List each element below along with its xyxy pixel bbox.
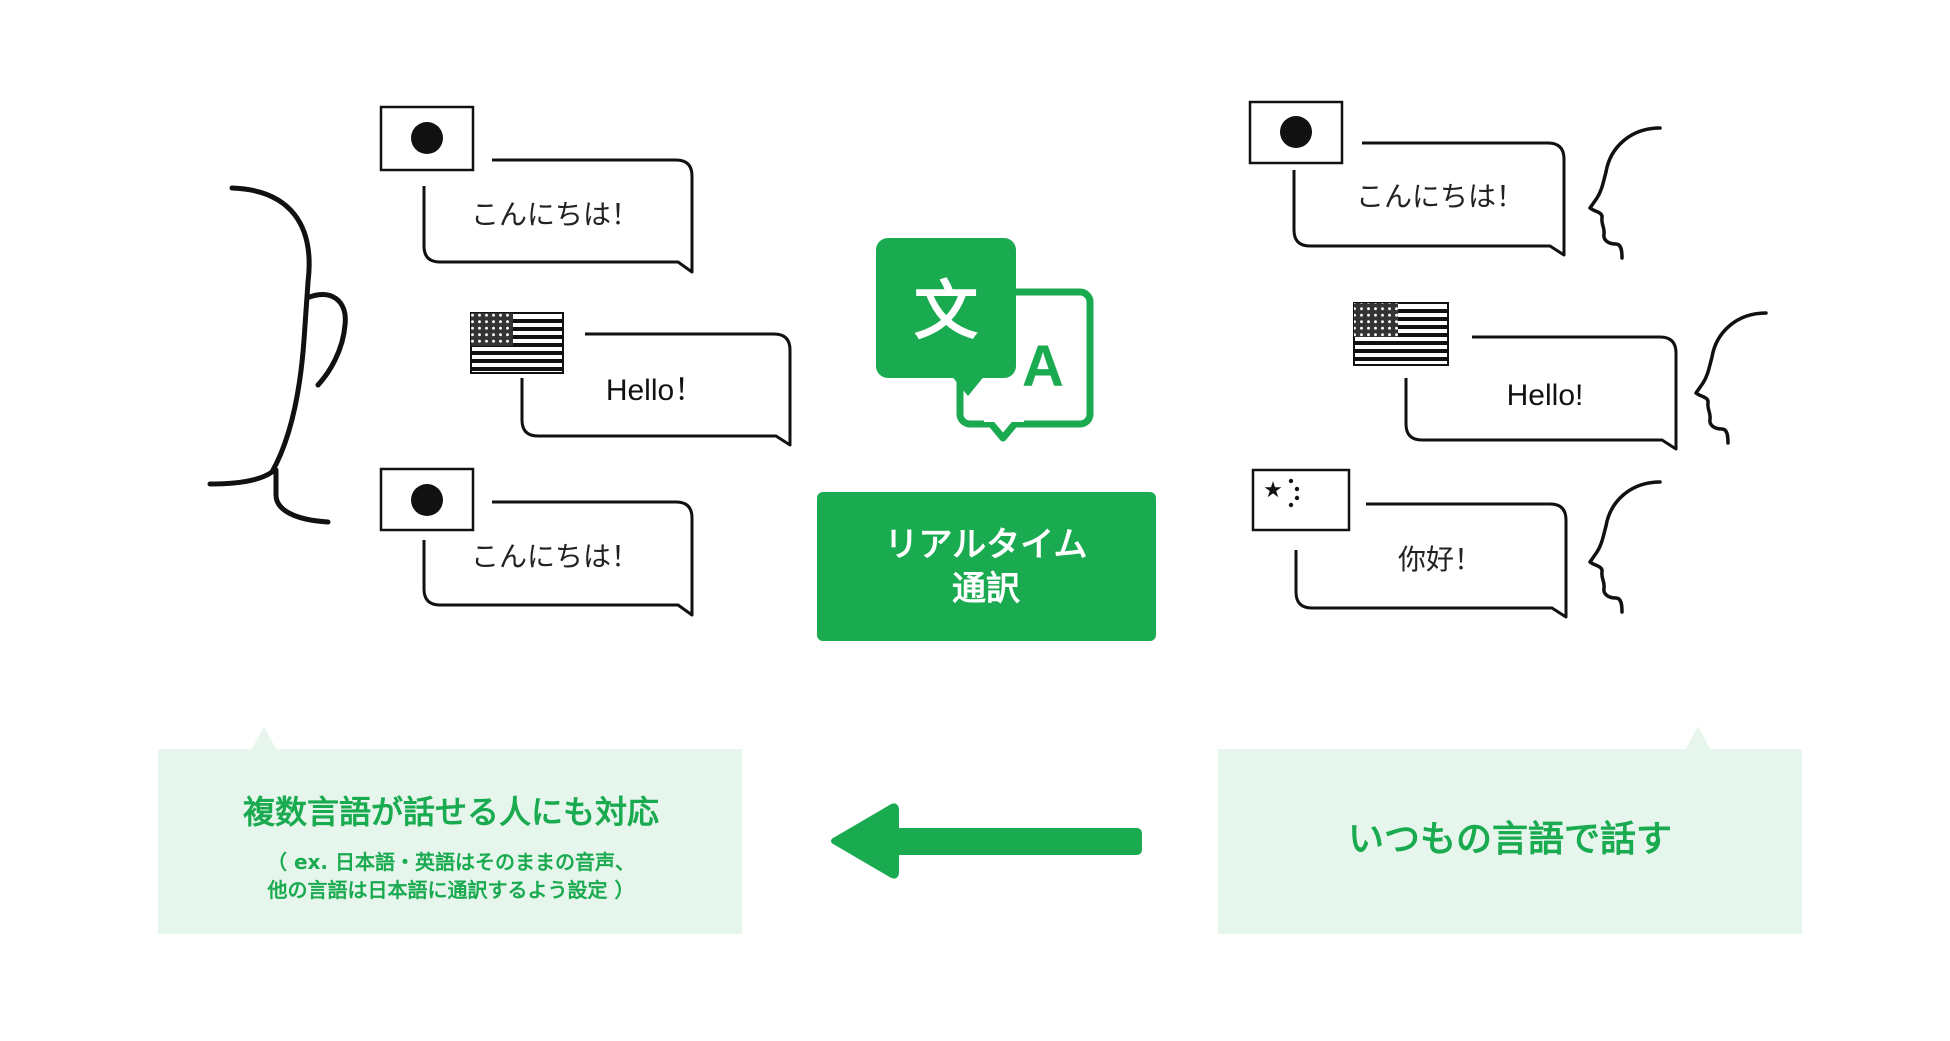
speech-bubble-outline bbox=[422, 500, 694, 617]
bottom-left-note-1: （ ex. 日本語・英語はそのままの音声、 bbox=[267, 850, 635, 874]
speech-bubble-outline bbox=[1292, 141, 1566, 257]
arrow-left-icon bbox=[831, 803, 1142, 879]
usa-flag bbox=[1353, 302, 1449, 366]
translate-icon: 文 A bbox=[876, 238, 1094, 442]
right-person-1-head-icon bbox=[1588, 126, 1662, 260]
bottom-left-note-2: 他の言語は日本語に通訳するよう設定 ） bbox=[267, 878, 635, 902]
translate-glyph-latin: A bbox=[1022, 334, 1064, 399]
usa-flag bbox=[470, 312, 564, 374]
left-bubble-2: Hello！ bbox=[470, 312, 792, 447]
japan-flag-sun bbox=[411, 122, 443, 154]
speech-bubble-outline bbox=[520, 332, 792, 447]
badge-line-2: 通訳 bbox=[952, 569, 1021, 609]
bubble-text: こんにちは！ bbox=[471, 198, 639, 231]
bottom-left-title: 複数言語が話せる人にも対応 bbox=[243, 793, 659, 831]
right-bubble-3: ★ 你好！ bbox=[1251, 468, 1568, 619]
translate-icon-front-bubble bbox=[876, 238, 1016, 378]
china-flag: ★ bbox=[1251, 468, 1351, 532]
bottom-right-title: いつもの言語で話す bbox=[1348, 819, 1672, 860]
bottom-left-panel: 複数言語が話せる人にも対応 （ ex. 日本語・英語はそのままの音声、 他の言語… bbox=[158, 726, 742, 934]
realtime-translation-badge: リアルタイム 通訳 bbox=[817, 492, 1156, 641]
japan-flag-sun bbox=[1280, 116, 1312, 148]
japan-flag-sun bbox=[411, 484, 443, 516]
speech-bubble-outline bbox=[1404, 335, 1678, 451]
left-bubble-3: こんにちは！ bbox=[379, 467, 694, 617]
right-bubble-1: こんにちは！ bbox=[1248, 100, 1566, 257]
svg-text:★: ★ bbox=[1263, 478, 1283, 503]
speech-bubble-outline bbox=[1294, 502, 1568, 619]
left-person-head-icon bbox=[207, 185, 348, 525]
badge-line-1: リアルタイム bbox=[885, 525, 1088, 565]
bubble-text: Hello! bbox=[1507, 379, 1584, 412]
bubble-text: Hello！ bbox=[606, 374, 704, 407]
bubble-text: 你好！ bbox=[1398, 543, 1482, 576]
bubble-text: こんにちは！ bbox=[1356, 180, 1524, 213]
bottom-right-panel: いつもの言語で話す bbox=[1218, 726, 1802, 934]
right-person-2-head-icon bbox=[1694, 311, 1768, 445]
left-bubble-1: こんにちは！ bbox=[379, 105, 694, 274]
right-person-3-head-icon bbox=[1588, 480, 1662, 614]
speech-bubble-outline bbox=[422, 158, 694, 274]
translate-glyph-kanji: 文 bbox=[914, 275, 978, 349]
right-bubble-2: Hello! bbox=[1353, 302, 1678, 451]
bubble-text: こんにちは！ bbox=[471, 540, 639, 573]
